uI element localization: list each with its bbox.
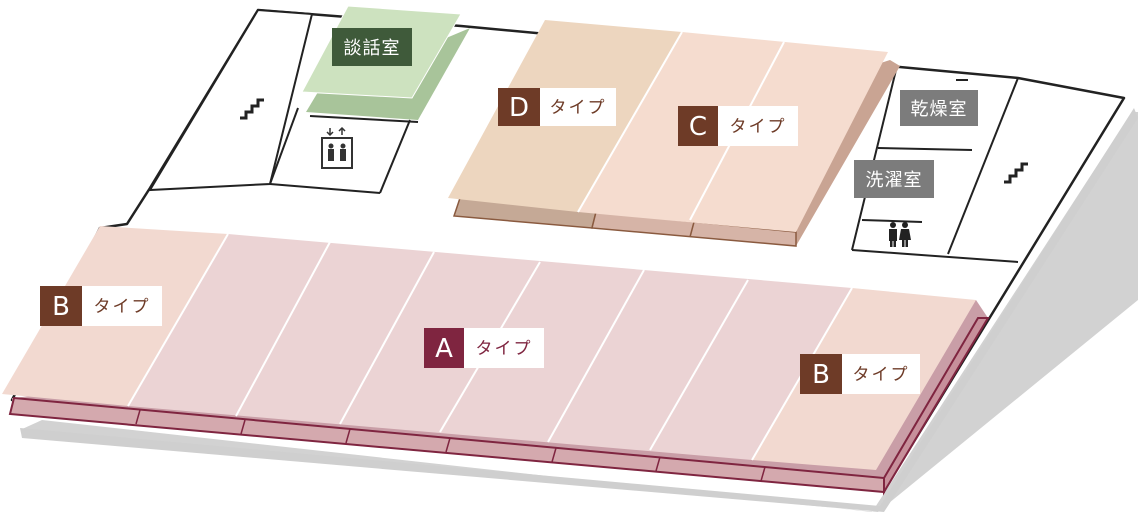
d-type-word: タイプ <box>550 98 607 118</box>
laundry-room-label: 洗濯室 <box>854 160 934 198</box>
a-type-label: A タイプ <box>424 328 544 368</box>
drying-room-label-text: 乾燥室 <box>911 99 968 120</box>
d-type-letter: D <box>509 93 529 123</box>
stairs-icon <box>240 98 264 120</box>
d-type-label: D タイプ <box>498 88 616 126</box>
a-type-letter: A <box>435 334 453 364</box>
c-type-label: C タイプ <box>678 106 798 146</box>
lounge-label-text: 談話室 <box>344 38 401 59</box>
ab-side-dividers <box>135 409 766 482</box>
b-type-word: タイプ <box>94 297 151 317</box>
b-type-word: タイプ <box>853 365 910 385</box>
b-type-letter: B <box>52 292 70 322</box>
c-type-letter: C <box>689 112 707 142</box>
c-type-word: タイプ <box>730 117 787 137</box>
laundry-room-label-text: 洗濯室 <box>866 170 923 191</box>
restroom-icon <box>889 222 911 247</box>
drying-room-label: 乾燥室 <box>900 90 978 126</box>
ab-block-right <box>883 317 990 496</box>
b-type-label-right: B タイプ <box>800 354 920 394</box>
b-type-letter: B <box>812 360 830 390</box>
b-type-label-left: B タイプ <box>40 286 162 326</box>
stairs-icon <box>1004 162 1028 184</box>
elevator-icon <box>321 126 353 169</box>
lounge-label: 談話室 <box>332 28 412 66</box>
a-type-word: タイプ <box>476 339 533 359</box>
